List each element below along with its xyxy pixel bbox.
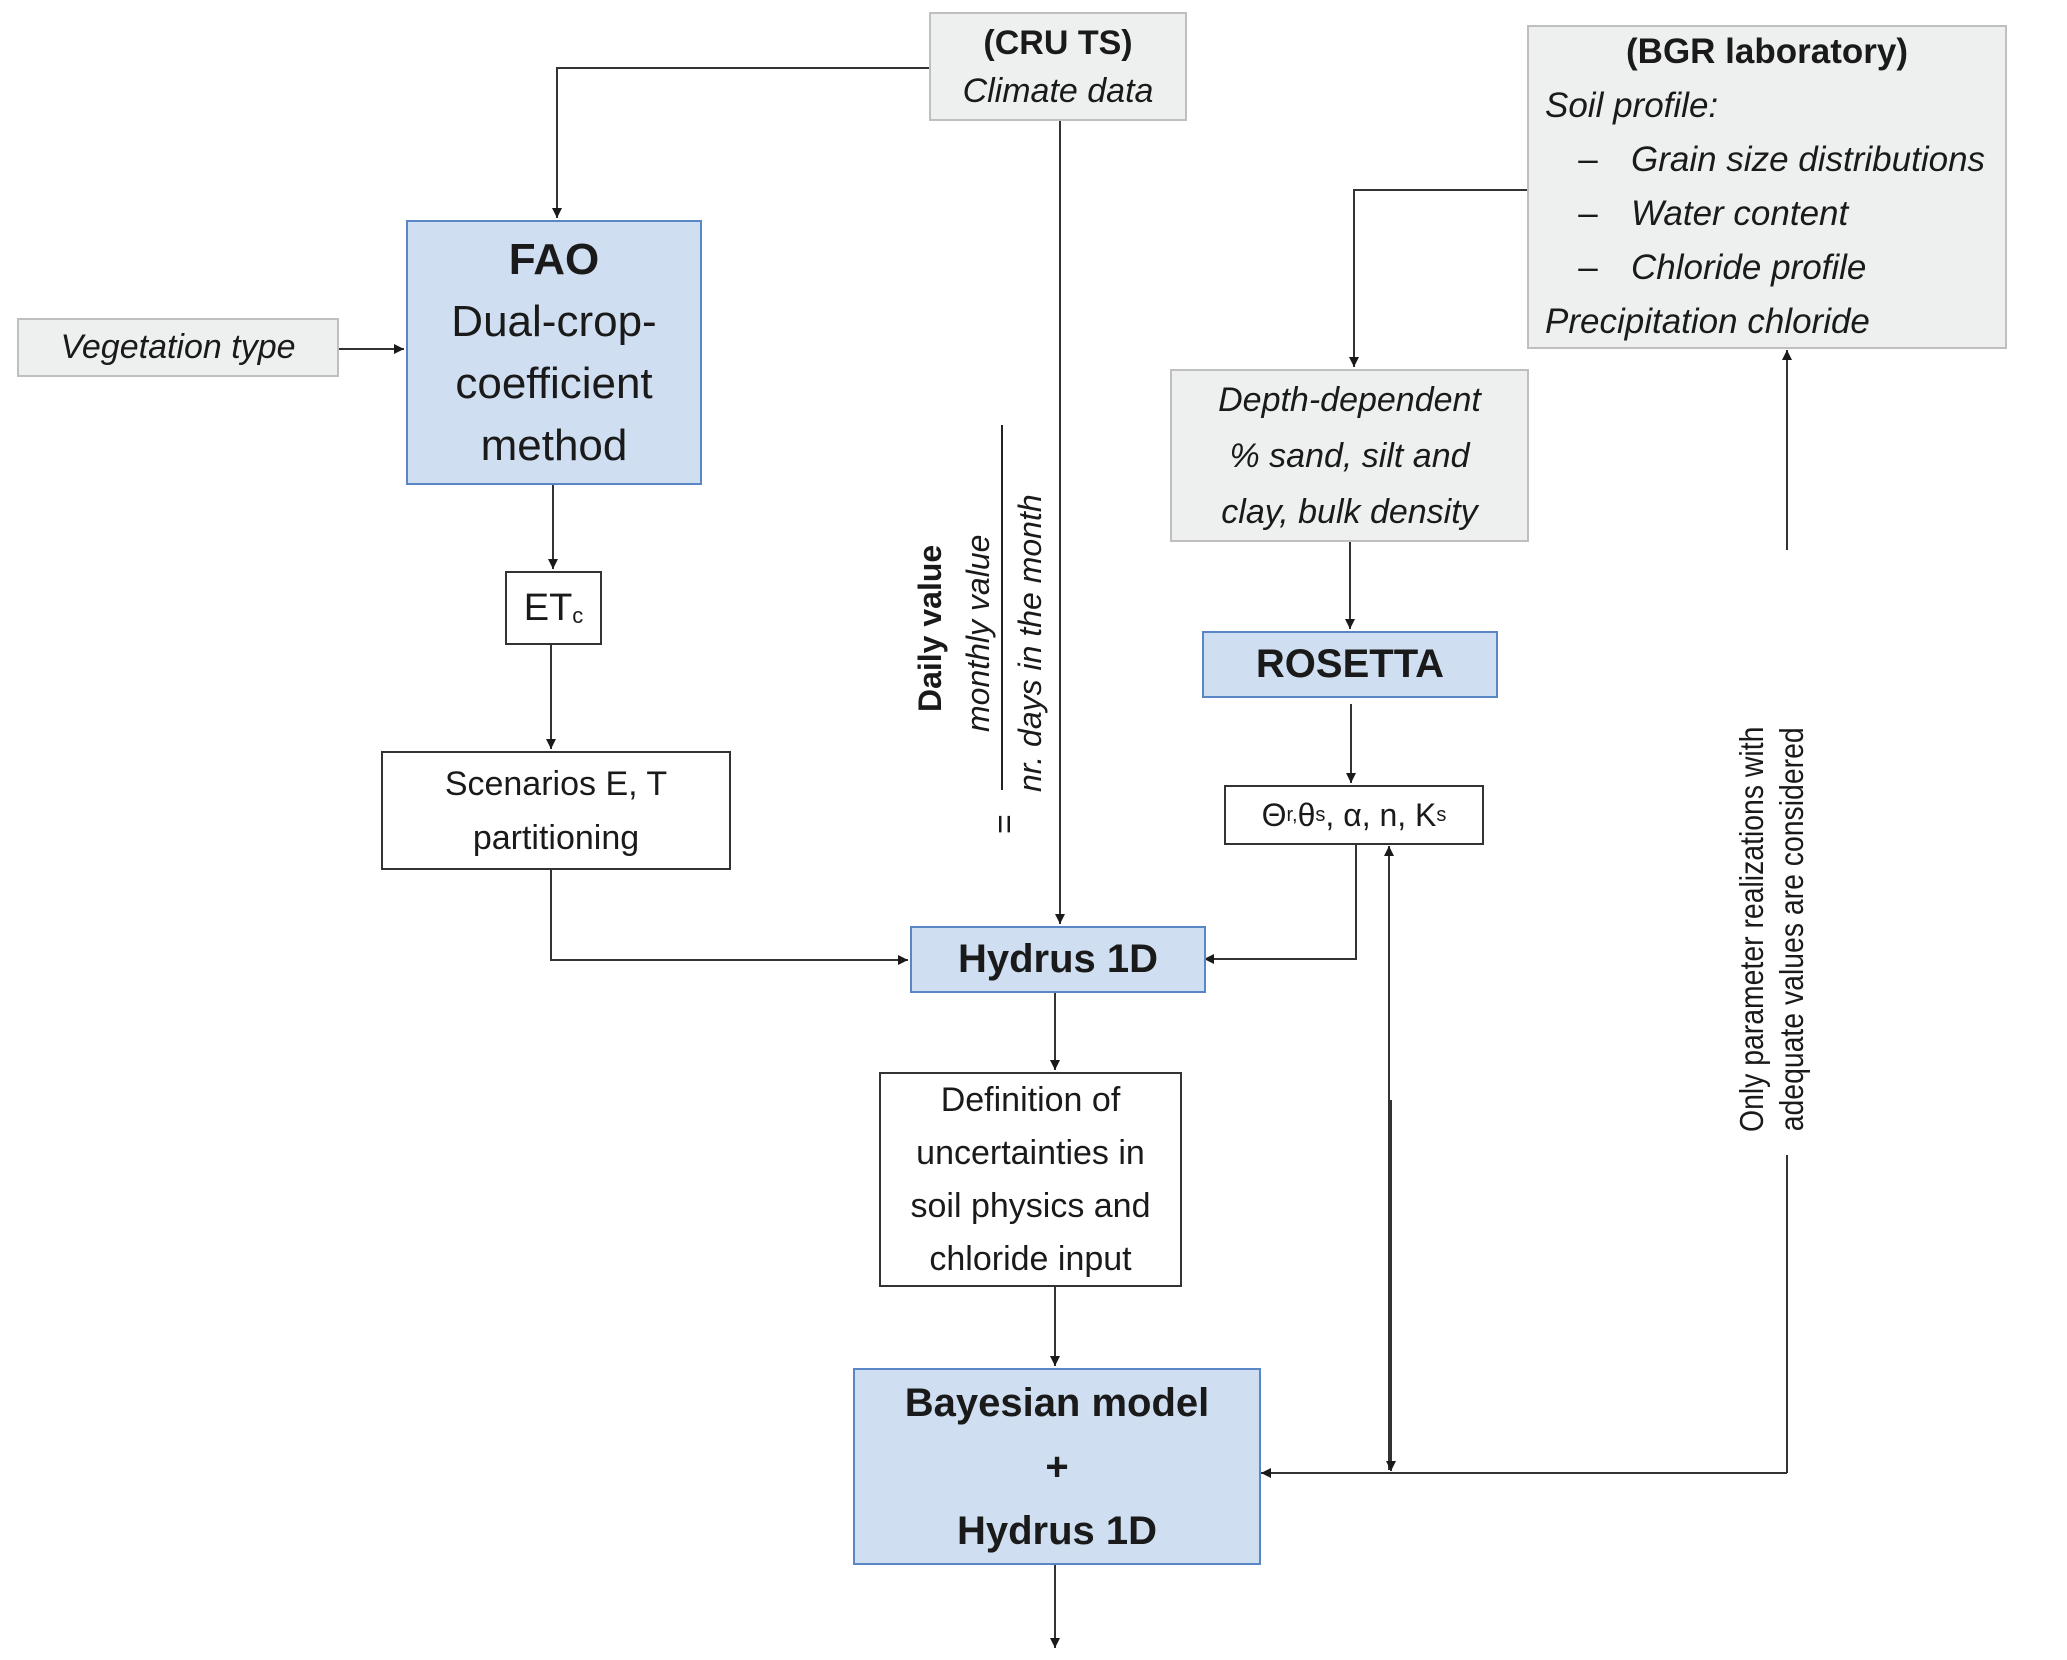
- depth-line: Depth-dependent: [1218, 380, 1481, 419]
- vegetation-type-label: Vegetation type: [60, 328, 296, 366]
- fao-line: Dual-crop-: [451, 296, 657, 346]
- param-rest: , α, n, K: [1325, 796, 1437, 833]
- precipitation-chloride-label: Precipitation chloride: [1545, 302, 1870, 341]
- climate-source-title: (CRU TS): [983, 23, 1133, 62]
- daily-equals: =: [986, 814, 1024, 834]
- rosetta-label: ROSETTA: [1255, 642, 1445, 686]
- hydrus-label: Hydrus 1D: [957, 937, 1159, 981]
- bayesian-plus: +: [1045, 1444, 1069, 1489]
- soil-profile-heading: Soil profile:: [1545, 86, 1719, 125]
- definition-line: uncertainties in: [916, 1133, 1145, 1172]
- arrow-climate-to-fao: [552, 67, 929, 218]
- feedback-line-2: adequate values are considered: [1773, 727, 1810, 1132]
- daily-numerator: monthly value: [960, 534, 996, 732]
- scenarios-box: Scenarios E, T partitioning: [381, 751, 731, 870]
- fao-line: method: [480, 420, 628, 470]
- etc-subscript: c: [572, 603, 584, 628]
- bayesian-line: Hydrus 1D: [956, 1508, 1158, 1553]
- climate-data-box: (CRU TS) Climate data: [929, 12, 1187, 121]
- rosetta-box: ROSETTA: [1202, 631, 1498, 698]
- bullet-dash: –: [1578, 248, 1598, 287]
- soil-profile-item: – Chloride profile: [1545, 241, 1866, 295]
- param-sub: r,: [1286, 803, 1298, 826]
- scenarios-line: partitioning: [472, 818, 640, 857]
- bullet-dash: –: [1578, 140, 1598, 179]
- soil-profile-item: – Water content: [1545, 187, 1848, 241]
- etc-main: ET: [523, 586, 573, 629]
- param-sub: s: [1315, 803, 1326, 826]
- bayesian-hydrus-box: Bayesian model + Hydrus 1D: [853, 1368, 1261, 1565]
- depth-dependent-box: Depth-dependent % sand, silt and clay, b…: [1170, 369, 1529, 542]
- soil-profile-item: – Grain size distributions: [1545, 133, 1985, 187]
- fao-method-box: FAO Dual-crop- coefficient method: [406, 220, 702, 485]
- param-theta-r: Θ: [1261, 796, 1287, 833]
- vegetation-type-box: Vegetation type: [17, 318, 339, 377]
- hydrus-1d-box: Hydrus 1D: [910, 926, 1206, 993]
- arrow-params-to-hydrus: [1204, 844, 1357, 964]
- fao-title: FAO: [508, 234, 600, 284]
- bullet-text: Water content: [1631, 194, 1849, 233]
- definition-line: chloride input: [929, 1239, 1132, 1278]
- daily-value-label: Daily value: [912, 544, 948, 712]
- daily-denominator: nr. days in the month: [1012, 494, 1048, 792]
- fao-line: coefficient: [455, 358, 653, 408]
- depth-line: % sand, silt and: [1229, 436, 1470, 475]
- bullet-dash: –: [1578, 194, 1598, 233]
- definition-line: Definition of: [940, 1080, 1121, 1119]
- feedback-annotation: Only parameter realizations with adequat…: [1732, 727, 1812, 1132]
- bgr-title: (BGR laboratory): [1626, 32, 1908, 71]
- bayesian-line: Bayesian model: [904, 1380, 1210, 1425]
- climate-data-label: Climate data: [962, 71, 1154, 110]
- arrow-scenarios-to-hydrus: [550, 869, 908, 965]
- feedback-line-1: Only parameter realizations with: [1733, 726, 1770, 1132]
- uncertainties-definition-box: Definition of uncertainties in soil phys…: [879, 1072, 1182, 1287]
- depth-line: clay, bulk density: [1221, 492, 1478, 531]
- param-theta-s: θ: [1297, 796, 1316, 833]
- definition-line: soil physics and: [910, 1186, 1151, 1225]
- bullet-text: Grain size distributions: [1631, 140, 1986, 179]
- bgr-laboratory-box: (BGR laboratory) Soil profile: – Grain s…: [1527, 25, 2007, 349]
- bullet-text: Chloride profile: [1631, 248, 1867, 287]
- scenarios-line: Scenarios E, T: [444, 764, 668, 803]
- arrow-bgr-to-depth: [1349, 189, 1527, 367]
- param-sub: s: [1436, 803, 1447, 826]
